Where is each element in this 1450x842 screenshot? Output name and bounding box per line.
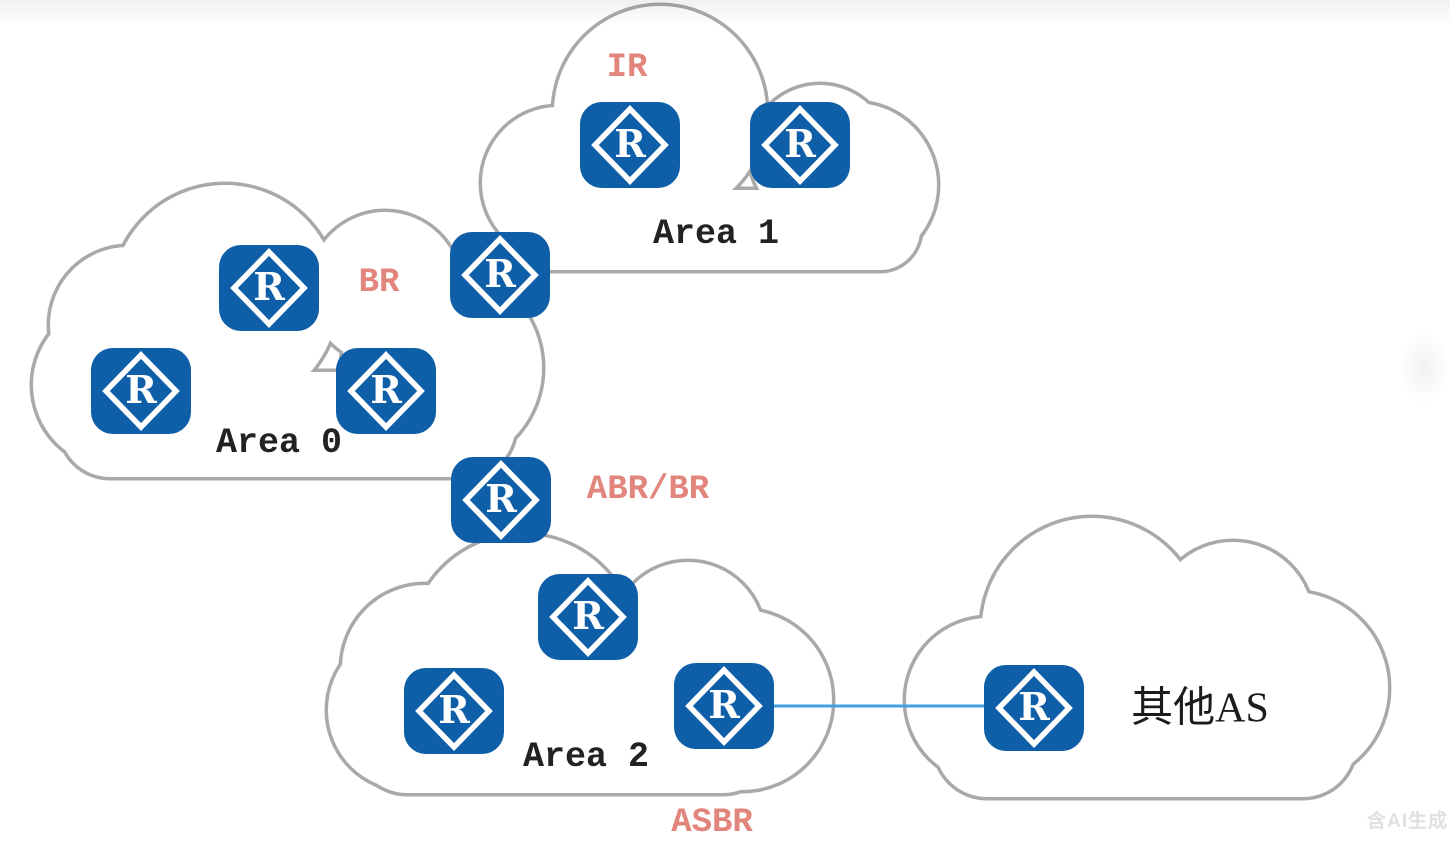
router-icon-area0-3: R bbox=[336, 348, 436, 434]
router-letter: R bbox=[708, 682, 740, 727]
router-icon-area1-2: R bbox=[750, 102, 850, 188]
role-label-br: BR bbox=[358, 264, 400, 302]
router-diamond-icon bbox=[102, 351, 180, 431]
router-icon-area2-2: R bbox=[404, 668, 504, 754]
router-icon-area1-1: R bbox=[580, 102, 680, 188]
router-icon-area0-1: R bbox=[219, 245, 319, 331]
router-diamond-icon bbox=[230, 248, 308, 328]
router-letter: R bbox=[572, 593, 604, 638]
router-icon-abr-br: R bbox=[451, 457, 551, 543]
router-letter: R bbox=[614, 121, 646, 166]
cloud-other-as bbox=[906, 518, 1388, 797]
role-label-ir: IR bbox=[606, 49, 648, 87]
router-diamond-icon bbox=[462, 460, 540, 540]
area-label-other-as: 其他AS bbox=[1131, 685, 1269, 732]
area-label-area-0: Area 0 bbox=[215, 423, 343, 463]
role-label-abr-br: ABR/BR bbox=[586, 471, 710, 509]
router-diamond-icon bbox=[347, 351, 425, 431]
router-letter: R bbox=[125, 367, 157, 412]
router-icon-asbr: R bbox=[674, 663, 774, 749]
router-diamond-icon bbox=[591, 105, 669, 185]
router-letter: R bbox=[485, 476, 517, 521]
area-label-area-2: Area 2 bbox=[522, 737, 650, 777]
router-icon-area2-1: R bbox=[538, 574, 638, 660]
area-label-area-1: Area 1 bbox=[652, 214, 780, 254]
edge-artifact bbox=[1398, 330, 1450, 404]
router-letter: R bbox=[253, 264, 285, 309]
router-letter: R bbox=[784, 121, 816, 166]
router-diamond-icon bbox=[415, 671, 493, 751]
router-diamond-icon bbox=[761, 105, 839, 185]
router-diamond-icon bbox=[549, 577, 627, 657]
router-diamond-icon bbox=[461, 235, 539, 315]
router-icon-br: R bbox=[450, 232, 550, 318]
router-letter: R bbox=[1018, 684, 1050, 729]
router-diamond-icon bbox=[995, 668, 1073, 748]
router-icon-other-as: R bbox=[984, 665, 1084, 751]
role-label-asbr: ASBR bbox=[671, 804, 753, 842]
router-letter: R bbox=[370, 367, 402, 412]
router-letter: R bbox=[438, 687, 470, 732]
router-diamond-icon bbox=[685, 666, 763, 746]
router-icon-area0-2: R bbox=[91, 348, 191, 434]
watermark-ai-generated: 含AI生成 bbox=[1366, 811, 1448, 832]
router-letter: R bbox=[484, 251, 516, 296]
